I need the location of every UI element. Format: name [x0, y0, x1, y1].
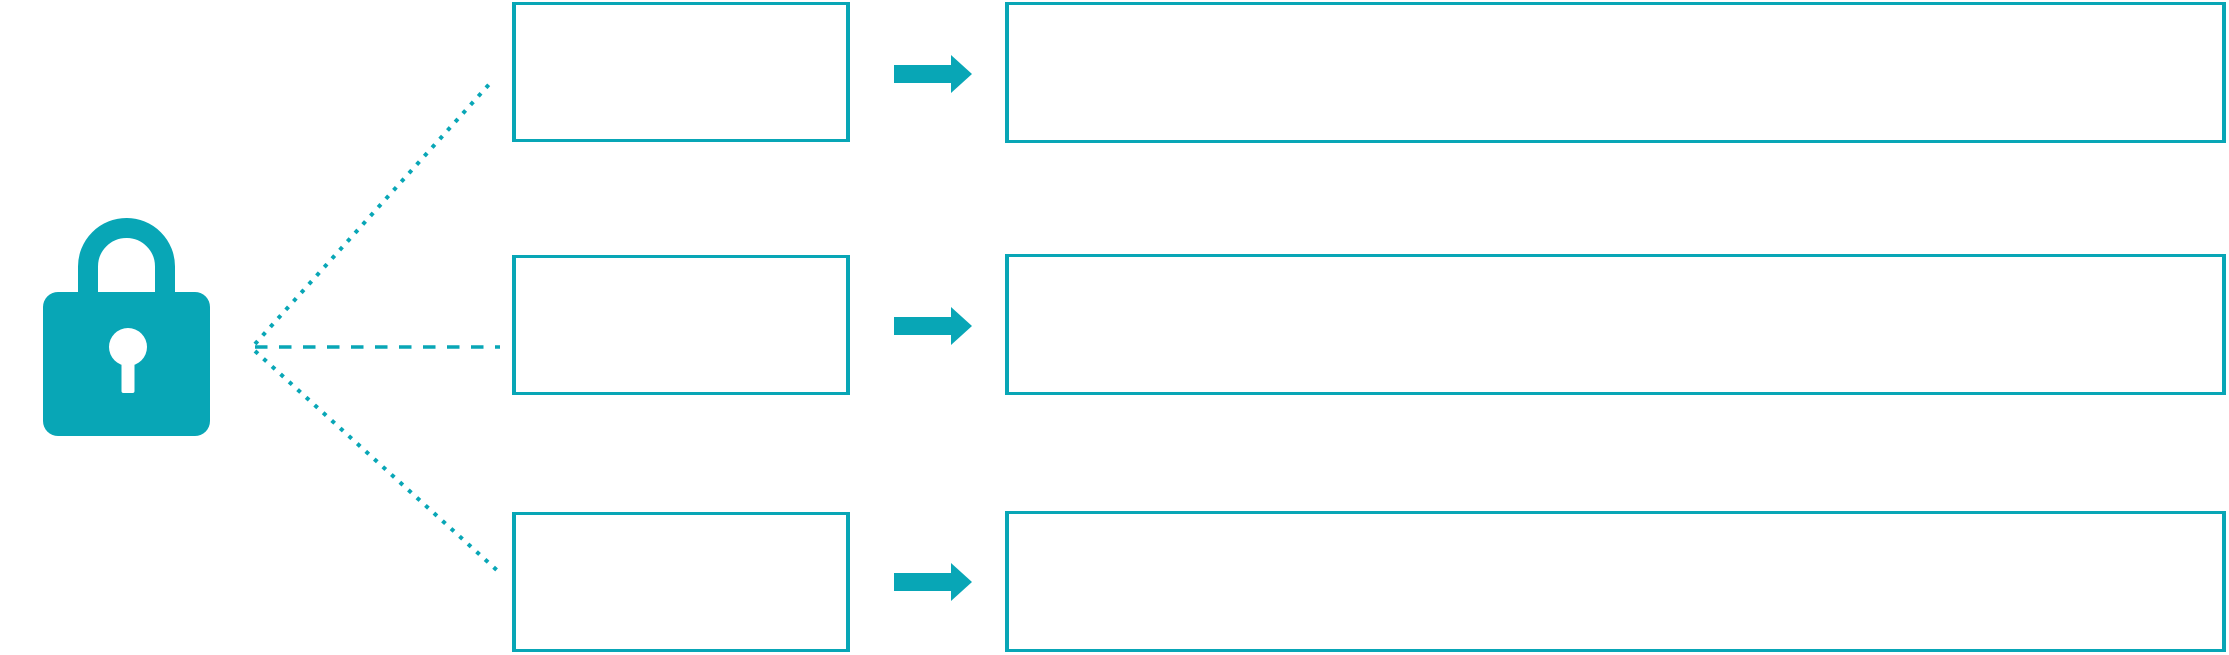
description-box-2 [1005, 254, 2226, 395]
lock-icon [43, 218, 210, 436]
description-box-1 [1005, 2, 2226, 143]
dotted-connector-top [253, 78, 495, 346]
dotted-connector-bottom [253, 349, 502, 575]
lock-keyhole-stem [121, 347, 135, 393]
description-box-3 [1005, 511, 2226, 652]
right-arrow-icon [894, 55, 972, 93]
term-box-3 [512, 512, 850, 652]
term-box-1 [512, 2, 850, 142]
right-arrow-icon [894, 563, 972, 601]
right-arrow-icon [894, 307, 972, 345]
lock-shackle [78, 218, 175, 306]
term-box-2 [512, 255, 850, 395]
